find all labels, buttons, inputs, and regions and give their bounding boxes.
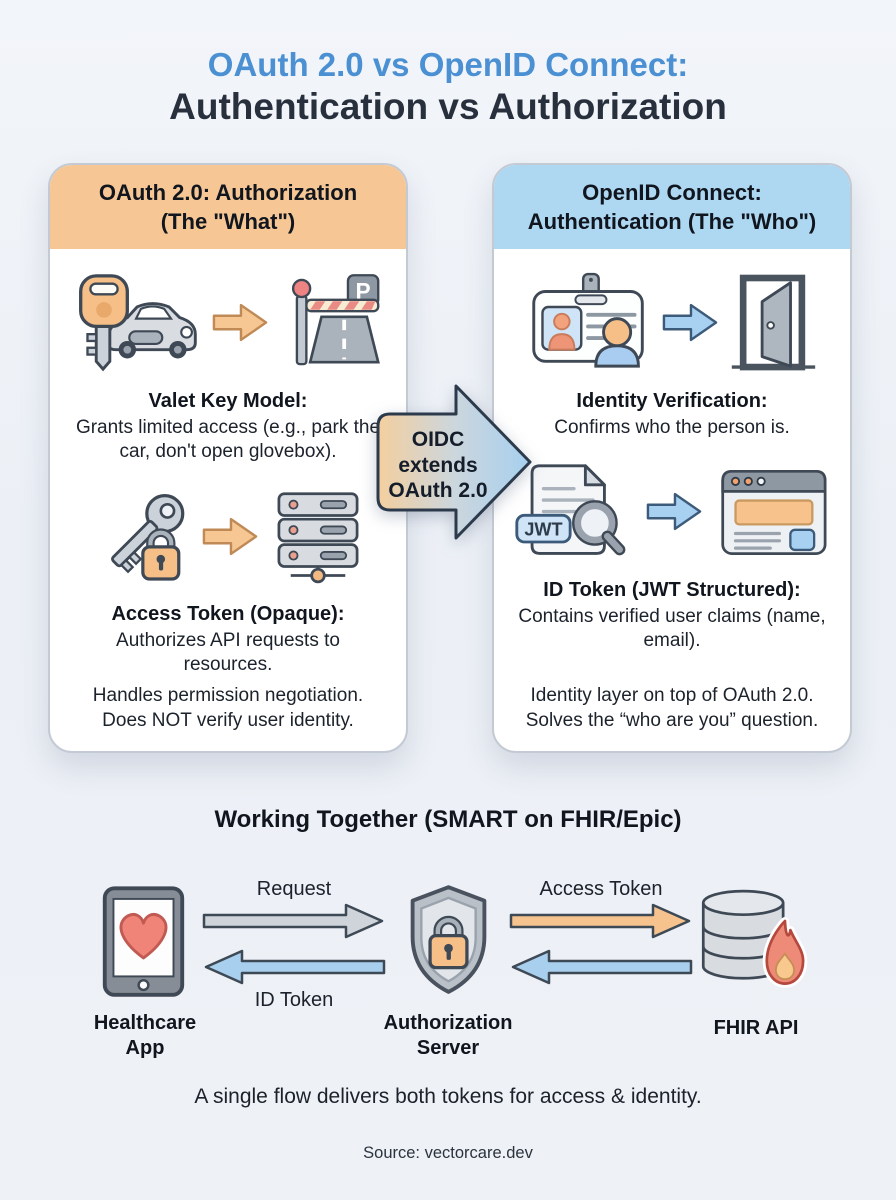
id-token-description: Contains verified user claims (name, ema… (518, 605, 826, 652)
oidc-footnote: Identity layer on top of OAuth 2.0. Solv… (525, 684, 819, 731)
access-token-caption: Access Token (Opaque): (111, 603, 345, 626)
authorization-server-label: Authorization Server (383, 1012, 513, 1059)
valet-caption: Valet Key Model: (148, 389, 308, 412)
identity-description: Confirms who the person is. (554, 416, 790, 438)
arrow-right-orange-icon (212, 301, 268, 344)
door-icon (728, 273, 818, 373)
arrow-right-blue-icon (662, 301, 718, 344)
oidc-card-header: OpenID Connect: Authentication (The "Who… (494, 165, 850, 249)
valet-description: Grants limited access (e.g., park the ca… (75, 416, 381, 462)
jwt-document-icon: JWT (510, 462, 636, 562)
title-line-1: OAuth 2.0 vs OpenID Connect: (207, 46, 689, 83)
oidc-header-line1: OpenID Connect: (582, 180, 762, 205)
car-key-icon (74, 272, 202, 374)
oidc-header-line2: Authentication (The "Who") (527, 209, 817, 235)
access-token-description: Authorizes API requests to resources. (116, 630, 340, 676)
oauth-header-line2: (The "What") (160, 209, 296, 235)
arrow-right-blue-icon (646, 490, 702, 533)
id-token-caption: ID Token (JWT Structured): (543, 578, 801, 601)
request-label: Request (256, 878, 332, 900)
flow-summary: A single flow delivers both tokens for a… (194, 1085, 702, 1108)
return-arrow (509, 949, 693, 985)
oauth-footnote: Handles permission negotiation. Does NOT… (92, 684, 364, 731)
shield-lock-icon (400, 882, 497, 999)
parking-gate-icon: P (278, 273, 382, 373)
arrow-right-orange-icon (202, 515, 258, 558)
title-line-2: Authentication vs Authorization (169, 85, 727, 127)
request-arrow (202, 903, 386, 939)
identity-caption: Identity Verification: (576, 389, 768, 412)
id-badge-icon (526, 272, 652, 374)
valet-icon-row: P (74, 267, 382, 379)
oauth-card-body: P Valet Key Model: Grants limited access… (50, 249, 406, 752)
id-token-icon-row: JWT (510, 456, 834, 568)
id-token-arrow (202, 949, 386, 985)
access-token-arrow (509, 903, 693, 939)
id-token-label: ID Token (254, 989, 334, 1011)
jwt-tag-label: JWT (524, 519, 562, 539)
oidc-arrow-text-3: OAuth 2.0 (388, 479, 487, 502)
server-stack-icon (268, 486, 368, 586)
key-lock-icon (88, 486, 192, 586)
oauth-card: OAuth 2.0: Authorization (The "What") (48, 163, 408, 753)
oidc-arrow-text-1: OIDC (412, 428, 465, 451)
oauth-card-header: OAuth 2.0: Authorization (The "What") (50, 165, 406, 249)
fhir-api-label: FHIR API (713, 1017, 799, 1039)
oidc-card-body: Identity Verification: Confirms who the … (494, 249, 850, 752)
oidc-extends-arrow: OIDC extends OAuth 2.0 (374, 378, 536, 546)
source-credit: Source: vectorcare.dev (363, 1144, 533, 1162)
healthcare-app-label: Healthcare App (93, 1012, 197, 1059)
browser-window-icon (712, 464, 834, 560)
access-token-label: Access Token (539, 878, 663, 900)
identity-icon-row (526, 267, 818, 379)
parking-sign-letter: P (356, 277, 371, 303)
flow-title: Working Together (SMART on FHIR/Epic) (214, 806, 682, 833)
oidc-card: OpenID Connect: Authentication (The "Who… (492, 163, 852, 753)
oidc-arrow-text-2: extends (398, 454, 477, 477)
oauth-header-line1: OAuth 2.0: Authorization (98, 180, 358, 205)
access-token-icon-row (88, 480, 368, 592)
page-title: OAuth 2.0 vs OpenID Connect: Authenticat… (0, 46, 896, 128)
tablet-heart-icon (97, 884, 189, 1001)
database-flame-icon (696, 886, 814, 996)
